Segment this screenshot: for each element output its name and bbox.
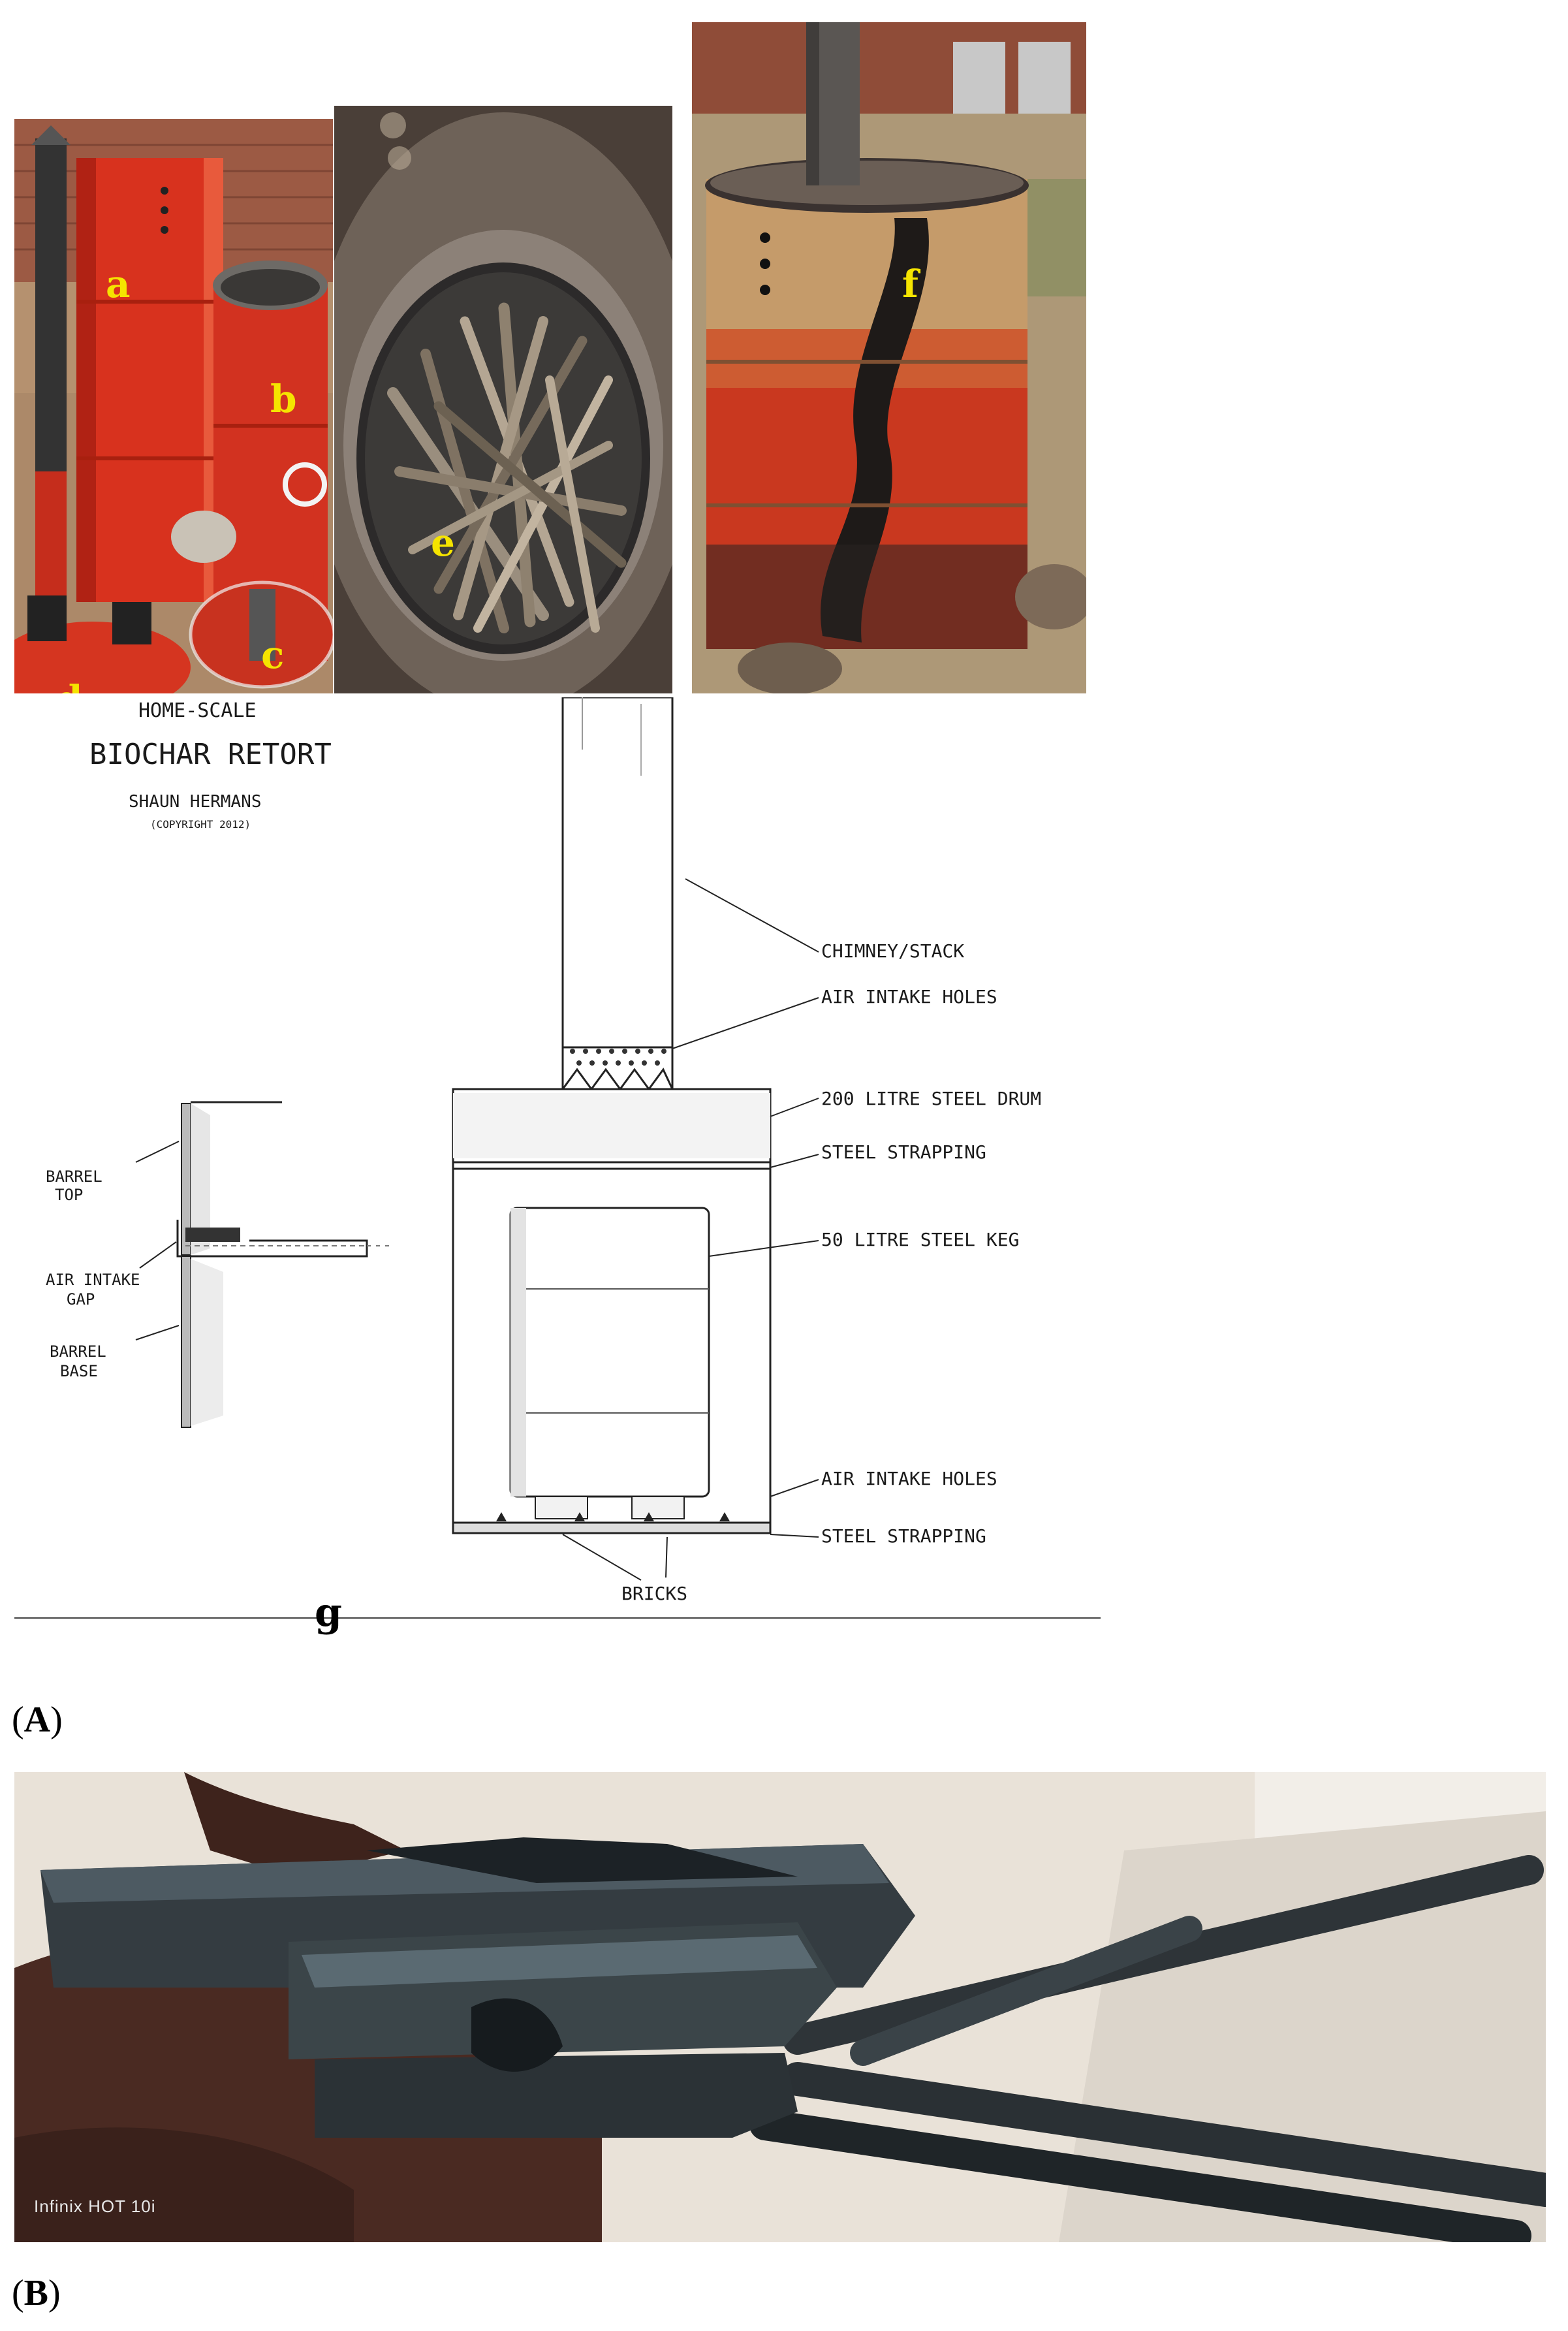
label-e: e (431, 520, 455, 565)
label-keg: 50 LITRE STEEL KEG (821, 1229, 1019, 1250)
sketch-copyright: (COPYRIGHT 2012) (150, 818, 251, 831)
photo-drums-parts: a b c d (14, 119, 333, 693)
label-strapping-top: STEEL STRAPPING (821, 1141, 986, 1163)
label-d: d (56, 680, 83, 693)
photo-biochar: Infinix HOT 10i (14, 1772, 1546, 2242)
label-bricks: BRICKS (621, 1583, 687, 1604)
label-g: g (315, 1590, 342, 1636)
photo-drum-with-wood: e (334, 106, 672, 693)
label-barrel-base-2: BASE (60, 1362, 98, 1380)
label-chimney: CHIMNEY/STACK (821, 940, 964, 962)
label-c: c (261, 633, 285, 677)
caption-a: (A) (12, 1700, 63, 1740)
photo-retort-in-use: f (692, 22, 1086, 693)
sketch-title-line1: HOME-SCALE (138, 699, 257, 722)
caption-a-letter: A (24, 1700, 51, 1740)
camera-watermark: Infinix HOT 10i (34, 2196, 156, 2216)
chimney-air-holes (570, 1049, 666, 1066)
detail-air-intake-gap (176, 1101, 393, 1428)
label-strapping-bottom: STEEL STRAPPING (821, 1525, 986, 1547)
label-barrel-top-2: TOP (55, 1186, 83, 1204)
sketch-biochar-retort: HOME-SCALE BIOCHAR RETORT SHAUN HERMANS … (14, 696, 1101, 1631)
label-drum: 200 LITRE STEEL DRUM (821, 1088, 1041, 1109)
label-b: b (270, 377, 297, 421)
label-a: a (106, 262, 131, 306)
caption-b-letter: B (24, 2273, 49, 2313)
label-f: f (902, 262, 918, 306)
sketch-title-line2: BIOCHAR RETORT (89, 738, 332, 771)
label-air-gap-1: AIR INTAKE (46, 1271, 140, 1289)
label-barrel-top-1: BARREL (46, 1167, 102, 1186)
caption-b: (B) (12, 2273, 61, 2313)
sketch-author: SHAUN HERMANS (129, 792, 262, 812)
label-air-intake-top: AIR INTAKE HOLES (821, 986, 997, 1007)
label-barrel-base-1: BARREL (50, 1342, 106, 1361)
label-air-intake-bottom: AIR INTAKE HOLES (821, 1468, 997, 1489)
label-air-gap-2: GAP (67, 1290, 95, 1308)
